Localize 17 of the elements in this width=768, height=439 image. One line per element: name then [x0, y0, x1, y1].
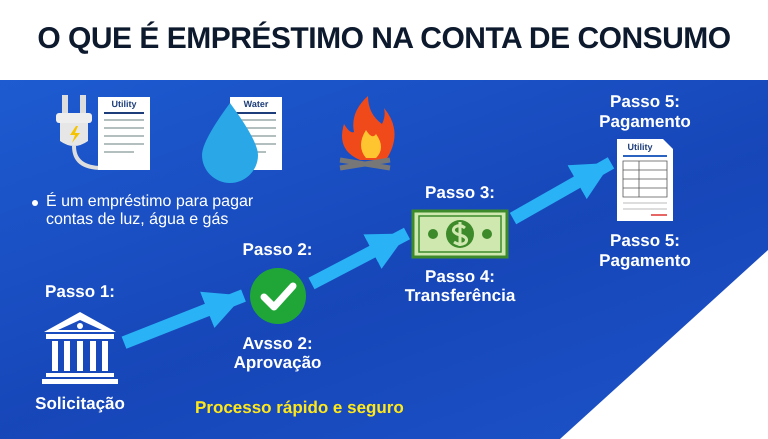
arrow: [308, 228, 410, 290]
step-caption: Solicitação: [35, 394, 125, 414]
step-heading: Passo 5: Pagamento: [598, 92, 692, 132]
description-text: É um empréstimo para pagar contas de luz, água e gás: [46, 193, 254, 230]
step-heading: Passo 1:: [45, 282, 115, 302]
bill-heading: Utility: [110, 99, 138, 110]
title: O QUE É EMPRÉSTIMO NA CONTA DE CONSUMO: [36, 22, 732, 56]
bill-heading: Water: [242, 99, 270, 110]
tagline: Processo rápido e seguro: [195, 398, 405, 418]
step-heading: Passo 2:: [242, 240, 312, 260]
arrow: [122, 290, 246, 349]
step-caption: Avsso 2: Aprovação: [232, 334, 322, 373]
arrow: [510, 157, 614, 224]
step-heading: Passo 3:: [425, 183, 495, 203]
bill-heading: Utility: [626, 142, 654, 152]
step-caption: Passo 4: Transferência: [404, 266, 516, 306]
step-caption: Passo 5: Pagamento: [598, 231, 692, 270]
